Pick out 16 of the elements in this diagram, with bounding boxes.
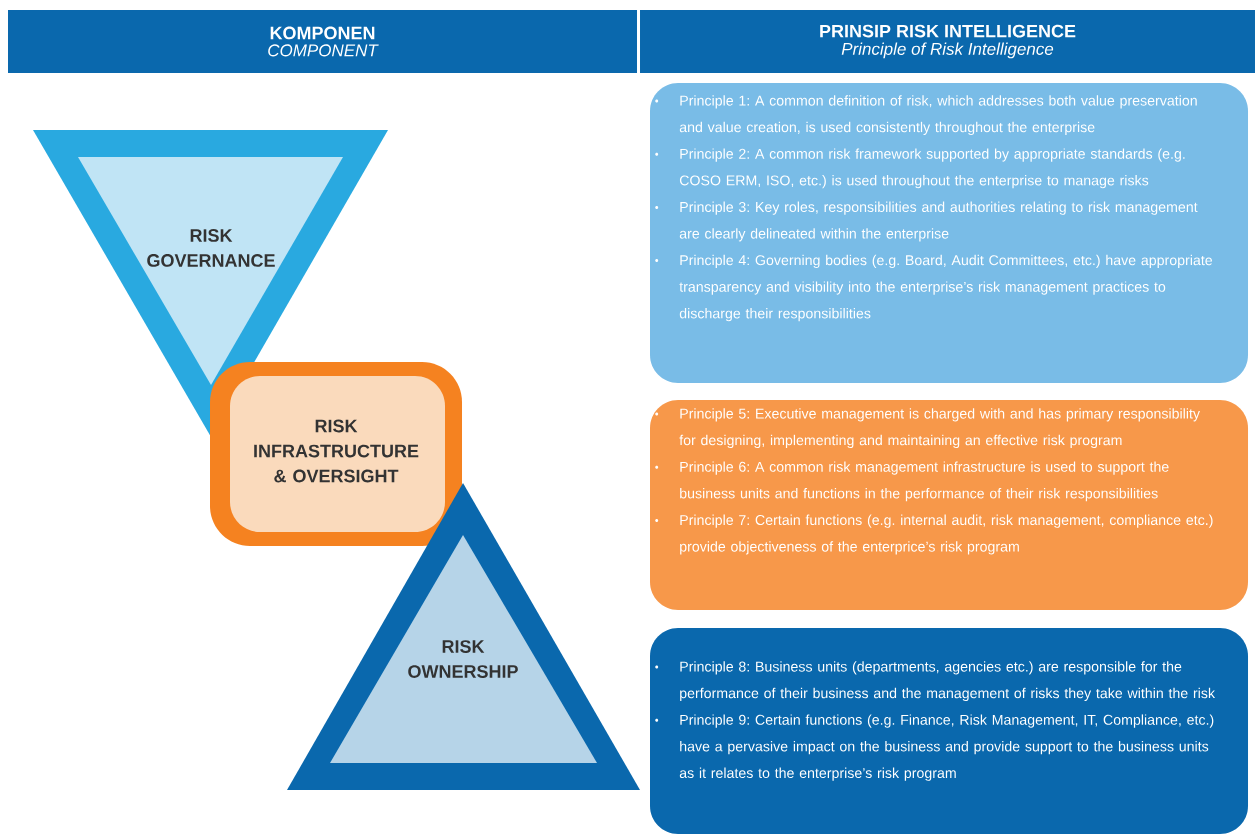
principle-text: Principle 6: A common risk management infrastructure is used to support the business units and functions in the performance of their risk responsibilities bbox=[680, 461, 1169, 502]
principle-text: Principle 2: A common risk framework supported by appropriate standards (e.g. COSO ERM, ISO, etc.) is used throughout the enterprise to manage risks bbox=[679, 148, 1185, 189]
rounded-box: RISK INFRASTRUCTURE & OVERSIGHT bbox=[210, 362, 462, 546]
principle-box bbox=[650, 83, 1248, 383]
principle-text: Principle 5: Executive management is charged with and has primary responsibility for designing, implementing and maintaining an effective risk program bbox=[679, 408, 1200, 449]
header-band: PRINSIP RISK INTELLIGENCE Principle of Risk Intelligence bbox=[640, 10, 1255, 73]
principle-text: Principle 3: Key roles, responsibilities and authorities relating to risk management are clearly delineated within the enterprise bbox=[679, 201, 1198, 242]
principle-text: Principle 9: Certain functions (e.g. Finance, Risk Management, IT, Compliance, etc.) have a pervasive impact on the business and provide support to the business units as it relates to the enterprise’s risk program bbox=[679, 714, 1214, 781]
principle-text: Principle 7: Certain functions (e.g. internal audit, risk management, compliance etc.) provide objectiveness of the enterprice’s risk program bbox=[680, 514, 1213, 555]
principle-text: Principle 4: Governing bodies (e.g. Board, Audit Committees, etc.) have appropriate transparency and visibility into the enterprise’s risk management practices to discharge their responsibilities bbox=[679, 254, 1213, 322]
principle-box bbox=[650, 400, 1248, 610]
principle-text: Principle 8: Business units (departments, agencies etc.) are responsible for the performance of their business and the management of risks they take within the risk bbox=[680, 661, 1216, 702]
header-band: KOMPONEN COMPONENT bbox=[8, 10, 637, 73]
principle-text: Principle 1: A common definition of risk, which addresses both value preservation and value creation, is used consistently throughout the enterprise bbox=[679, 95, 1197, 136]
triangle: RISK OWNERSHIP bbox=[287, 483, 640, 790]
principle-box bbox=[650, 628, 1248, 834]
